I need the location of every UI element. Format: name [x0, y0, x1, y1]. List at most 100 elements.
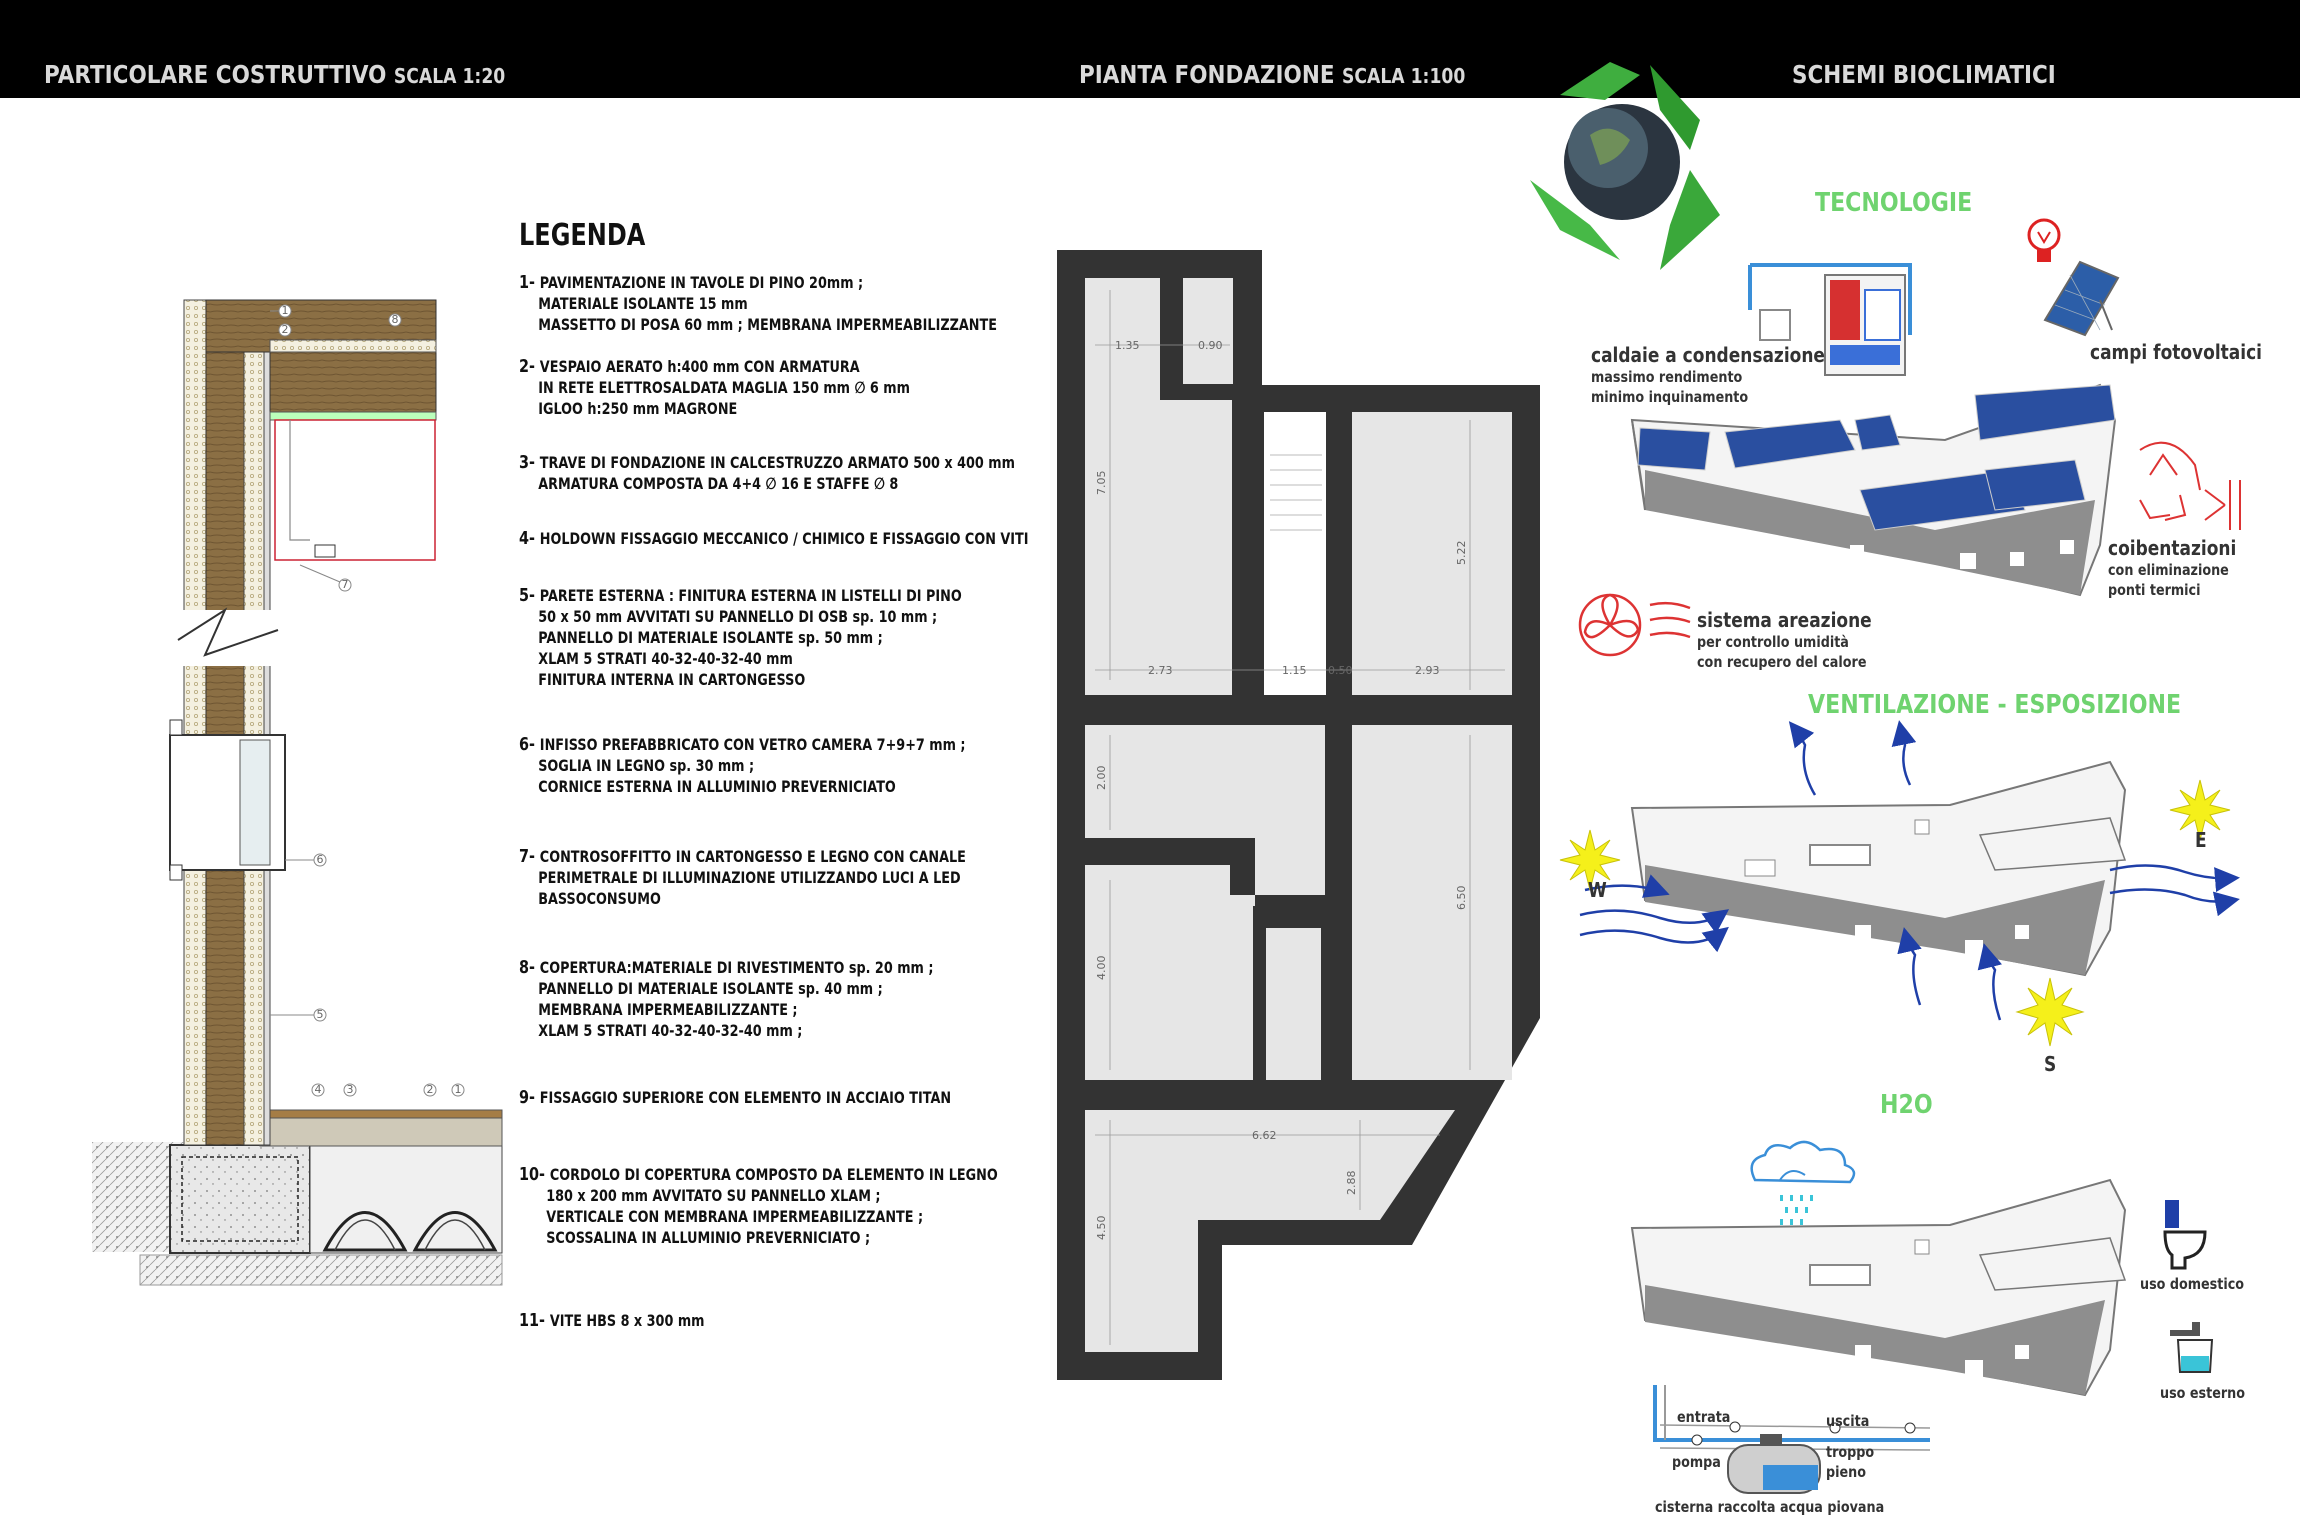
uso-esterno-text: uso esterno [2160, 1384, 2245, 1402]
pompa-label: pompa [1672, 1452, 1721, 1472]
legend-item: 6-INFISSO PREFABBRICATO CON VETRO CAMERA… [519, 734, 966, 797]
dim-label: 2.93 [1415, 664, 1440, 677]
plan-header-title: PIANTA FONDAZIONE [1079, 60, 1335, 89]
wall-insulation-inner [243, 299, 265, 1146]
detail-header-title: PARTICOLARE COSTRUTTIVO [44, 60, 387, 89]
header-bar [0, 0, 2300, 98]
fotovoltaici-title: campi fotovoltaici [2090, 340, 2262, 364]
bulb-icon [2027, 218, 2061, 262]
house-windows [1740, 540, 2074, 569]
legend-line: CORNICE ESTERNA IN ALLUMINIO PREVERNICIA… [538, 777, 896, 796]
dim-label: 6.50 [1455, 886, 1468, 911]
break-line [177, 607, 279, 657]
uso-domestico-text: uso domestico [2140, 1275, 2245, 1293]
sun-icon [2015, 977, 2085, 1047]
legend-line: 7-CONTROSOFFITTO IN CARTONGESSO E LEGNO … [519, 846, 966, 867]
legend-number: 7- [519, 846, 535, 867]
legend-line: ARMATURA COMPOSTA DA 4+4 ∅ 16 E STAFFE ∅… [538, 474, 899, 493]
stair-lines [1270, 454, 1322, 531]
legend-line: BASSOCONSUMO [538, 889, 661, 908]
detail-mark: 1 [282, 304, 289, 317]
legend-item: 3-TRAVE DI FONDAZIONE IN CALCESTRUZZO AR… [519, 452, 1015, 494]
detail-mark: 3 [347, 1083, 354, 1096]
dim-label: 2.00 [1095, 766, 1108, 791]
dim-label: 5.22 [1455, 541, 1468, 566]
legend-text: INFISSO PREFABBRICATO CON VETRO CAMERA 7… [539, 735, 966, 754]
legend-line: 2-VESPAIO AERATO h:400 mm CON ARMATURA [519, 356, 910, 377]
legend-line: MASSETTO DI POSA 60 mm ; MEMBRANA IMPERM… [538, 315, 997, 334]
cistern-icon [1653, 1385, 1931, 1494]
legend-text: PARETE ESTERNA : FINITURA ESTERNA IN LIS… [539, 586, 962, 605]
legend-text: FISSAGGIO SUPERIORE CON ELEMENTO IN ACCI… [539, 1088, 952, 1107]
sun-icon [2169, 779, 2231, 841]
detail-header-scale: SCALA 1:20 [393, 64, 506, 88]
legend-line: 9-FISSAGGIO SUPERIORE CON ELEMENTO IN AC… [519, 1087, 951, 1108]
ground-base [139, 1254, 503, 1286]
uscita-text: uscita [1826, 1412, 1870, 1430]
roof-solar-panels [1637, 384, 2116, 531]
legend-item: 9-FISSAGGIO SUPERIORE CON ELEMENTO IN AC… [519, 1087, 951, 1108]
detail-mark: 1 [455, 1083, 462, 1096]
legend-text: PAVIMENTAZIONE IN TAVOLE DI PINO 20mm ; [539, 273, 864, 292]
legend-line: SOGLIA IN LEGNO sp. 30 mm ; [538, 756, 755, 775]
legend-line: XLAM 5 STRATI 40-32-40-32-40 mm ; [538, 1021, 803, 1040]
construction-detail: 1 2 8 7 6 5 4 3 2 1 [92, 299, 503, 1286]
legend-line: 1-PAVIMENTAZIONE IN TAVOLE DI PINO 20mm … [519, 272, 997, 293]
dim-label: 6.62 [1252, 1129, 1277, 1142]
legend-line: VERTICALE CON MEMBRANA IMPERMEABILIZZANT… [546, 1207, 924, 1226]
floor-slab [259, 1117, 503, 1147]
legend-number: 1- [519, 272, 535, 293]
legend-line: MEMBRANA IMPERMEABILIZZANTE ; [538, 1000, 798, 1019]
legend-line: 11-VITE HBS 8 x 300 mm [519, 1310, 705, 1331]
legend-line: 6-INFISSO PREFABBRICATO CON VETRO CAMERA… [519, 734, 966, 755]
solar-panel-icon [2043, 260, 2120, 337]
coibentazioni-sub: ponti termici [2108, 581, 2201, 599]
igloo-vault [322, 1211, 408, 1252]
compass-e-label: E [2195, 828, 2207, 852]
uscita-label: uscita [1826, 1411, 1869, 1431]
toilet-icon [2163, 1200, 2207, 1270]
legend-text: TRAVE DI FONDAZIONE IN CALCESTRUZZO ARMA… [539, 453, 1015, 472]
recycle-icon [2139, 441, 2241, 530]
legend-line: 5-PARETE ESTERNA : FINITURA ESTERNA IN L… [519, 585, 962, 606]
legend-line: IN RETE ELETTROSALDATA MAGLIA 150 mm ∅ 6… [538, 378, 910, 397]
dim-label: 0.90 [1198, 339, 1223, 352]
dim-label: 0.50 [1328, 664, 1353, 677]
caldaie-sub: massimo rendimento [1591, 368, 1743, 386]
ceiling-channel [274, 419, 436, 561]
legend-line: 3-TRAVE DI FONDAZIONE IN CALCESTRUZZO AR… [519, 452, 1015, 473]
ventilazione-title: VENTILAZIONE - ESPOSIZIONE [1808, 690, 2182, 720]
caldaie-title: caldaie a condensazione [1591, 343, 1825, 367]
foundation-plan: 1.35 0.90 7.05 5.22 2.73 1.15 0.50 2.93 … [1057, 250, 1540, 1380]
house-tecnologie [1630, 383, 2117, 597]
boiler-icon [1748, 263, 1912, 376]
pieno-text: pieno [1826, 1463, 1866, 1481]
detail-mark: 4 [315, 1083, 322, 1096]
pompa-text: pompa [1672, 1453, 1721, 1471]
uso-esterno-label: uso esterno [2160, 1383, 2245, 1403]
schemes-header: SCHEMI BIOCLIMATICI [1792, 60, 2056, 89]
coibentazioni-label: coibentazioni con eliminazione ponti ter… [2108, 536, 2236, 600]
detail-mark: 2 [427, 1083, 434, 1096]
legend-number: 4- [519, 528, 535, 549]
dim-label: 7.05 [1095, 471, 1108, 496]
legend-line: FINITURA INTERNA IN CARTONGESSO [538, 670, 806, 689]
tap-icon [2170, 1322, 2214, 1373]
areazione-title: sistema areazione [1697, 608, 1872, 632]
legend-number: 10- [519, 1164, 546, 1185]
compass-s: S [2044, 1052, 2056, 1076]
legend-line: 4-HOLDOWN FISSAGGIO MECCANICO / CHIMICO … [519, 528, 1029, 549]
tecnologie-scheme [1578, 218, 2241, 657]
wall-xlam [205, 299, 245, 1146]
cisterna-text: cisterna raccolta acqua piovana [1655, 1498, 1885, 1516]
legend-item: 7-CONTROSOFFITTO IN CARTONGESSO E LEGNO … [519, 846, 966, 909]
plan-header: PIANTA FONDAZIONE SCALA 1:100 [1079, 60, 1465, 89]
cloud-rain-icon [1750, 1140, 1856, 1225]
coibentazioni-title: coibentazioni [2108, 536, 2237, 560]
coibentazioni-sub: con eliminazione [2108, 561, 2229, 579]
legend-item: 1-PAVIMENTAZIONE IN TAVOLE DI PINO 20mm … [519, 272, 997, 335]
cisterna-label: cisterna raccolta acqua piovana [1655, 1497, 1884, 1517]
uso-domestico-label: uso domestico [2140, 1274, 2244, 1294]
legend-text: CONTROSOFFITTO IN CARTONGESSO E LEGNO CO… [539, 847, 966, 866]
